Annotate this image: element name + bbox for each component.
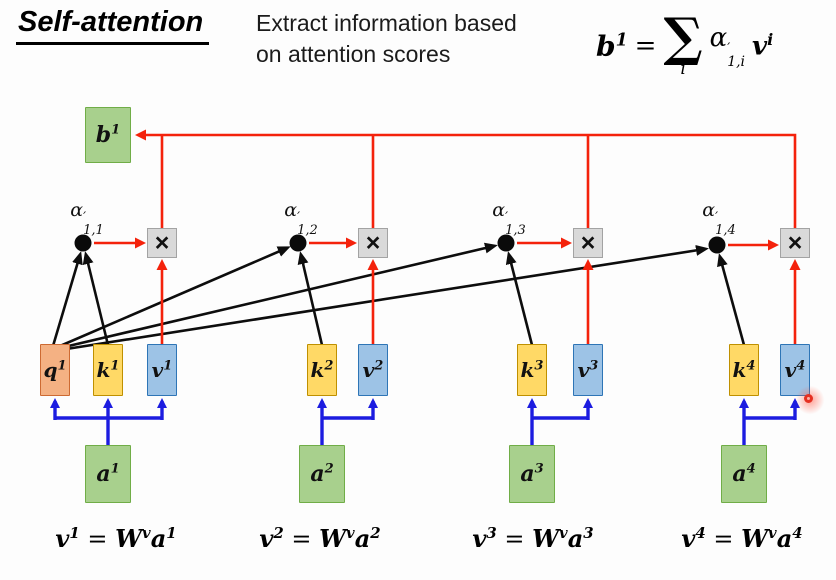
score-dot-3 (497, 234, 515, 252)
alpha-label-2: α′1,2 (284, 199, 318, 238)
multiply-icon-3: × (573, 228, 603, 258)
key-box-k2: k2 (307, 344, 337, 396)
equation-v4: v4 = Wva4 (681, 524, 803, 553)
subtitle-line-1: Extract information based (256, 10, 517, 36)
query-box-q1: q1 (40, 344, 70, 396)
input-projection-lines (50, 398, 800, 445)
formula-equals: = (634, 31, 657, 62)
weighted-sum-formula: b1 = ∑ i α′1,i vi (596, 7, 774, 80)
laser-pointer-ring (804, 394, 813, 403)
multiply-icon-4: × (780, 228, 810, 258)
alpha-label-1: α′1,1 (70, 199, 104, 238)
equation-v1: v1 = Wva1 (55, 524, 177, 553)
input-box-a1: a1 (85, 445, 131, 503)
formula-alpha: α′1,i (709, 23, 746, 71)
input-box-a4: a4 (721, 445, 767, 503)
value-box-v4: v4 (780, 344, 810, 396)
formula-b: b1 (596, 29, 628, 63)
value-box-v3: v3 (573, 344, 603, 396)
alpha-label-4: α′1,4 (702, 199, 736, 238)
attention-score-dots (74, 234, 726, 254)
laser-pointer-dot (795, 385, 825, 415)
input-box-a2: a2 (299, 445, 345, 503)
value-box-v1: v1 (147, 344, 177, 396)
alpha-label-3: α′1,3 (492, 199, 526, 238)
equation-v3: v3 = Wva3 (472, 524, 594, 553)
value-box-v2: v2 (358, 344, 388, 396)
input-box-a3: a3 (509, 445, 555, 503)
key-box-k4: k4 (729, 344, 759, 396)
page-title: Self-attention (16, 6, 210, 45)
key-box-k3: k3 (517, 344, 547, 396)
score-dot-1 (74, 234, 92, 252)
attention-lines (51, 242, 746, 352)
multiply-icon-1: × (147, 228, 177, 258)
key-box-k1: k1 (93, 344, 123, 396)
subtitle: Extract information based on attention s… (256, 8, 517, 70)
score-dot-2 (289, 234, 307, 252)
summation-icon: ∑ i (663, 7, 703, 80)
output-box-b1: b1 (85, 107, 131, 163)
formula-v: vi (752, 30, 774, 63)
subtitle-line-2: on attention scores (256, 41, 451, 68)
equation-v2: v2 = Wva2 (259, 524, 381, 553)
weighted-sum-lines (94, 129, 801, 344)
score-dot-4 (708, 236, 726, 254)
multiply-icon-2: × (358, 228, 388, 258)
